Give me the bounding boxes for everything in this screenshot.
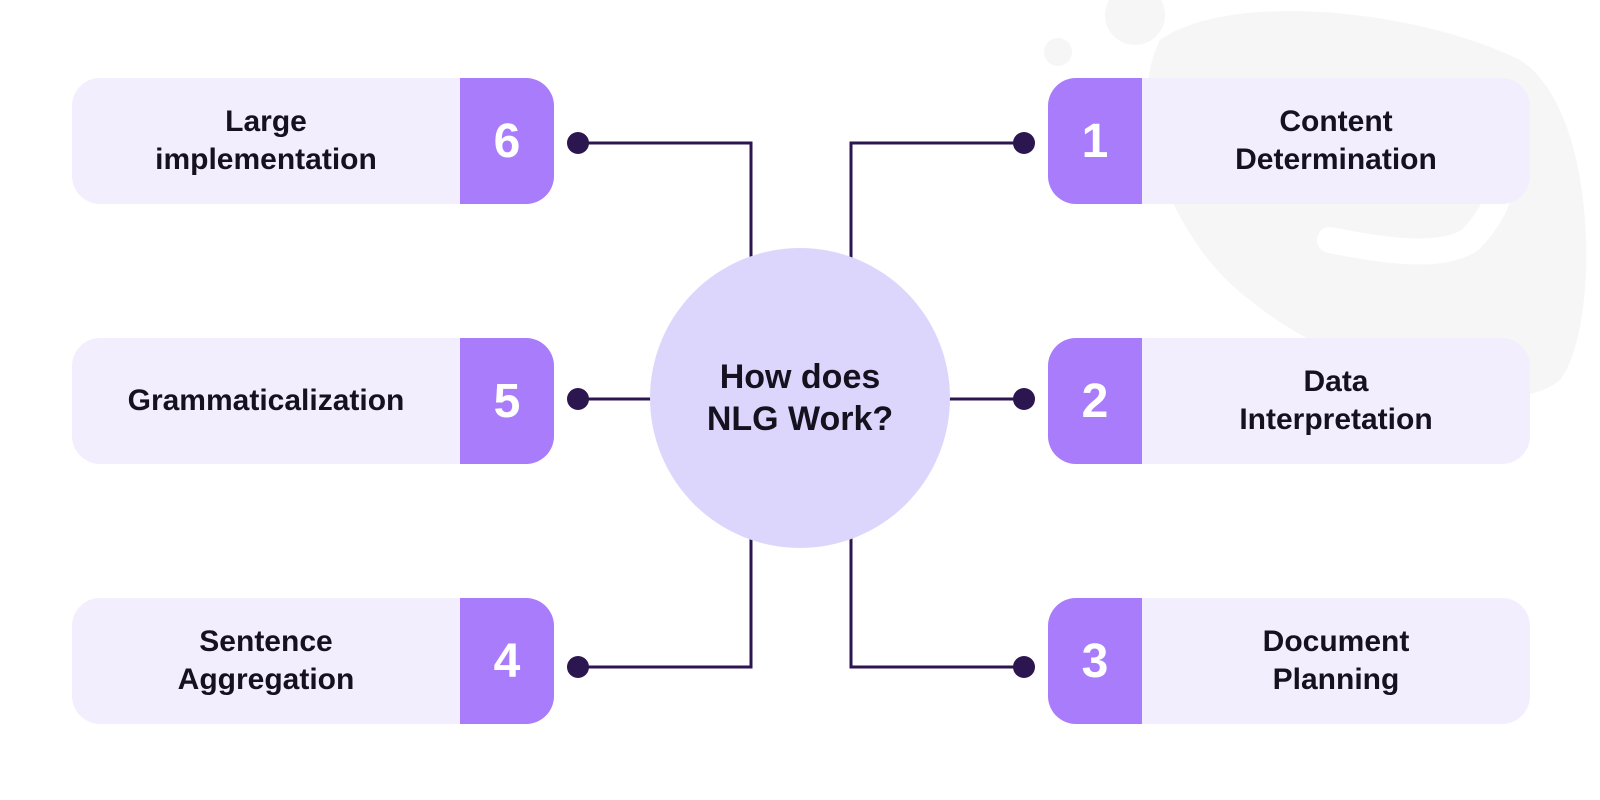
step-card-3: 3 Document Planning [1048, 598, 1530, 724]
step-number: 4 [493, 634, 521, 688]
center-title: How does NLG Work? [706, 358, 894, 438]
step-number-box: 5 [460, 338, 554, 464]
step-label: Content Determination [1235, 105, 1437, 176]
step-card-2: 2 Data Interpretation [1048, 338, 1530, 464]
step-label: Large implementation [155, 105, 377, 176]
step-number: 5 [493, 374, 521, 428]
step-number: 6 [493, 114, 521, 168]
step-label: Document Planning [1262, 625, 1410, 696]
step-number-box: 6 [460, 78, 554, 204]
step-number-box: 1 [1048, 78, 1142, 204]
step-number-box: 3 [1048, 598, 1142, 724]
center-hub: How does NLG Work? [650, 248, 950, 548]
step-label: Sentence Aggregation [177, 625, 355, 696]
step-card-4: Sentence Aggregation 4 [72, 598, 554, 724]
step-number-box: 4 [460, 598, 554, 724]
step-label: Grammaticalization [127, 384, 405, 417]
step-card-1: 1 Content Determination [1048, 78, 1530, 204]
step-label: Data Interpretation [1239, 365, 1433, 436]
step-number-box: 2 [1048, 338, 1142, 464]
step-number: 1 [1081, 114, 1109, 168]
step-card-6: Large implementation 6 [72, 78, 554, 204]
step-number: 3 [1081, 634, 1109, 688]
step-number: 2 [1081, 374, 1109, 428]
step-card-5: Grammaticalization 5 [72, 338, 554, 464]
